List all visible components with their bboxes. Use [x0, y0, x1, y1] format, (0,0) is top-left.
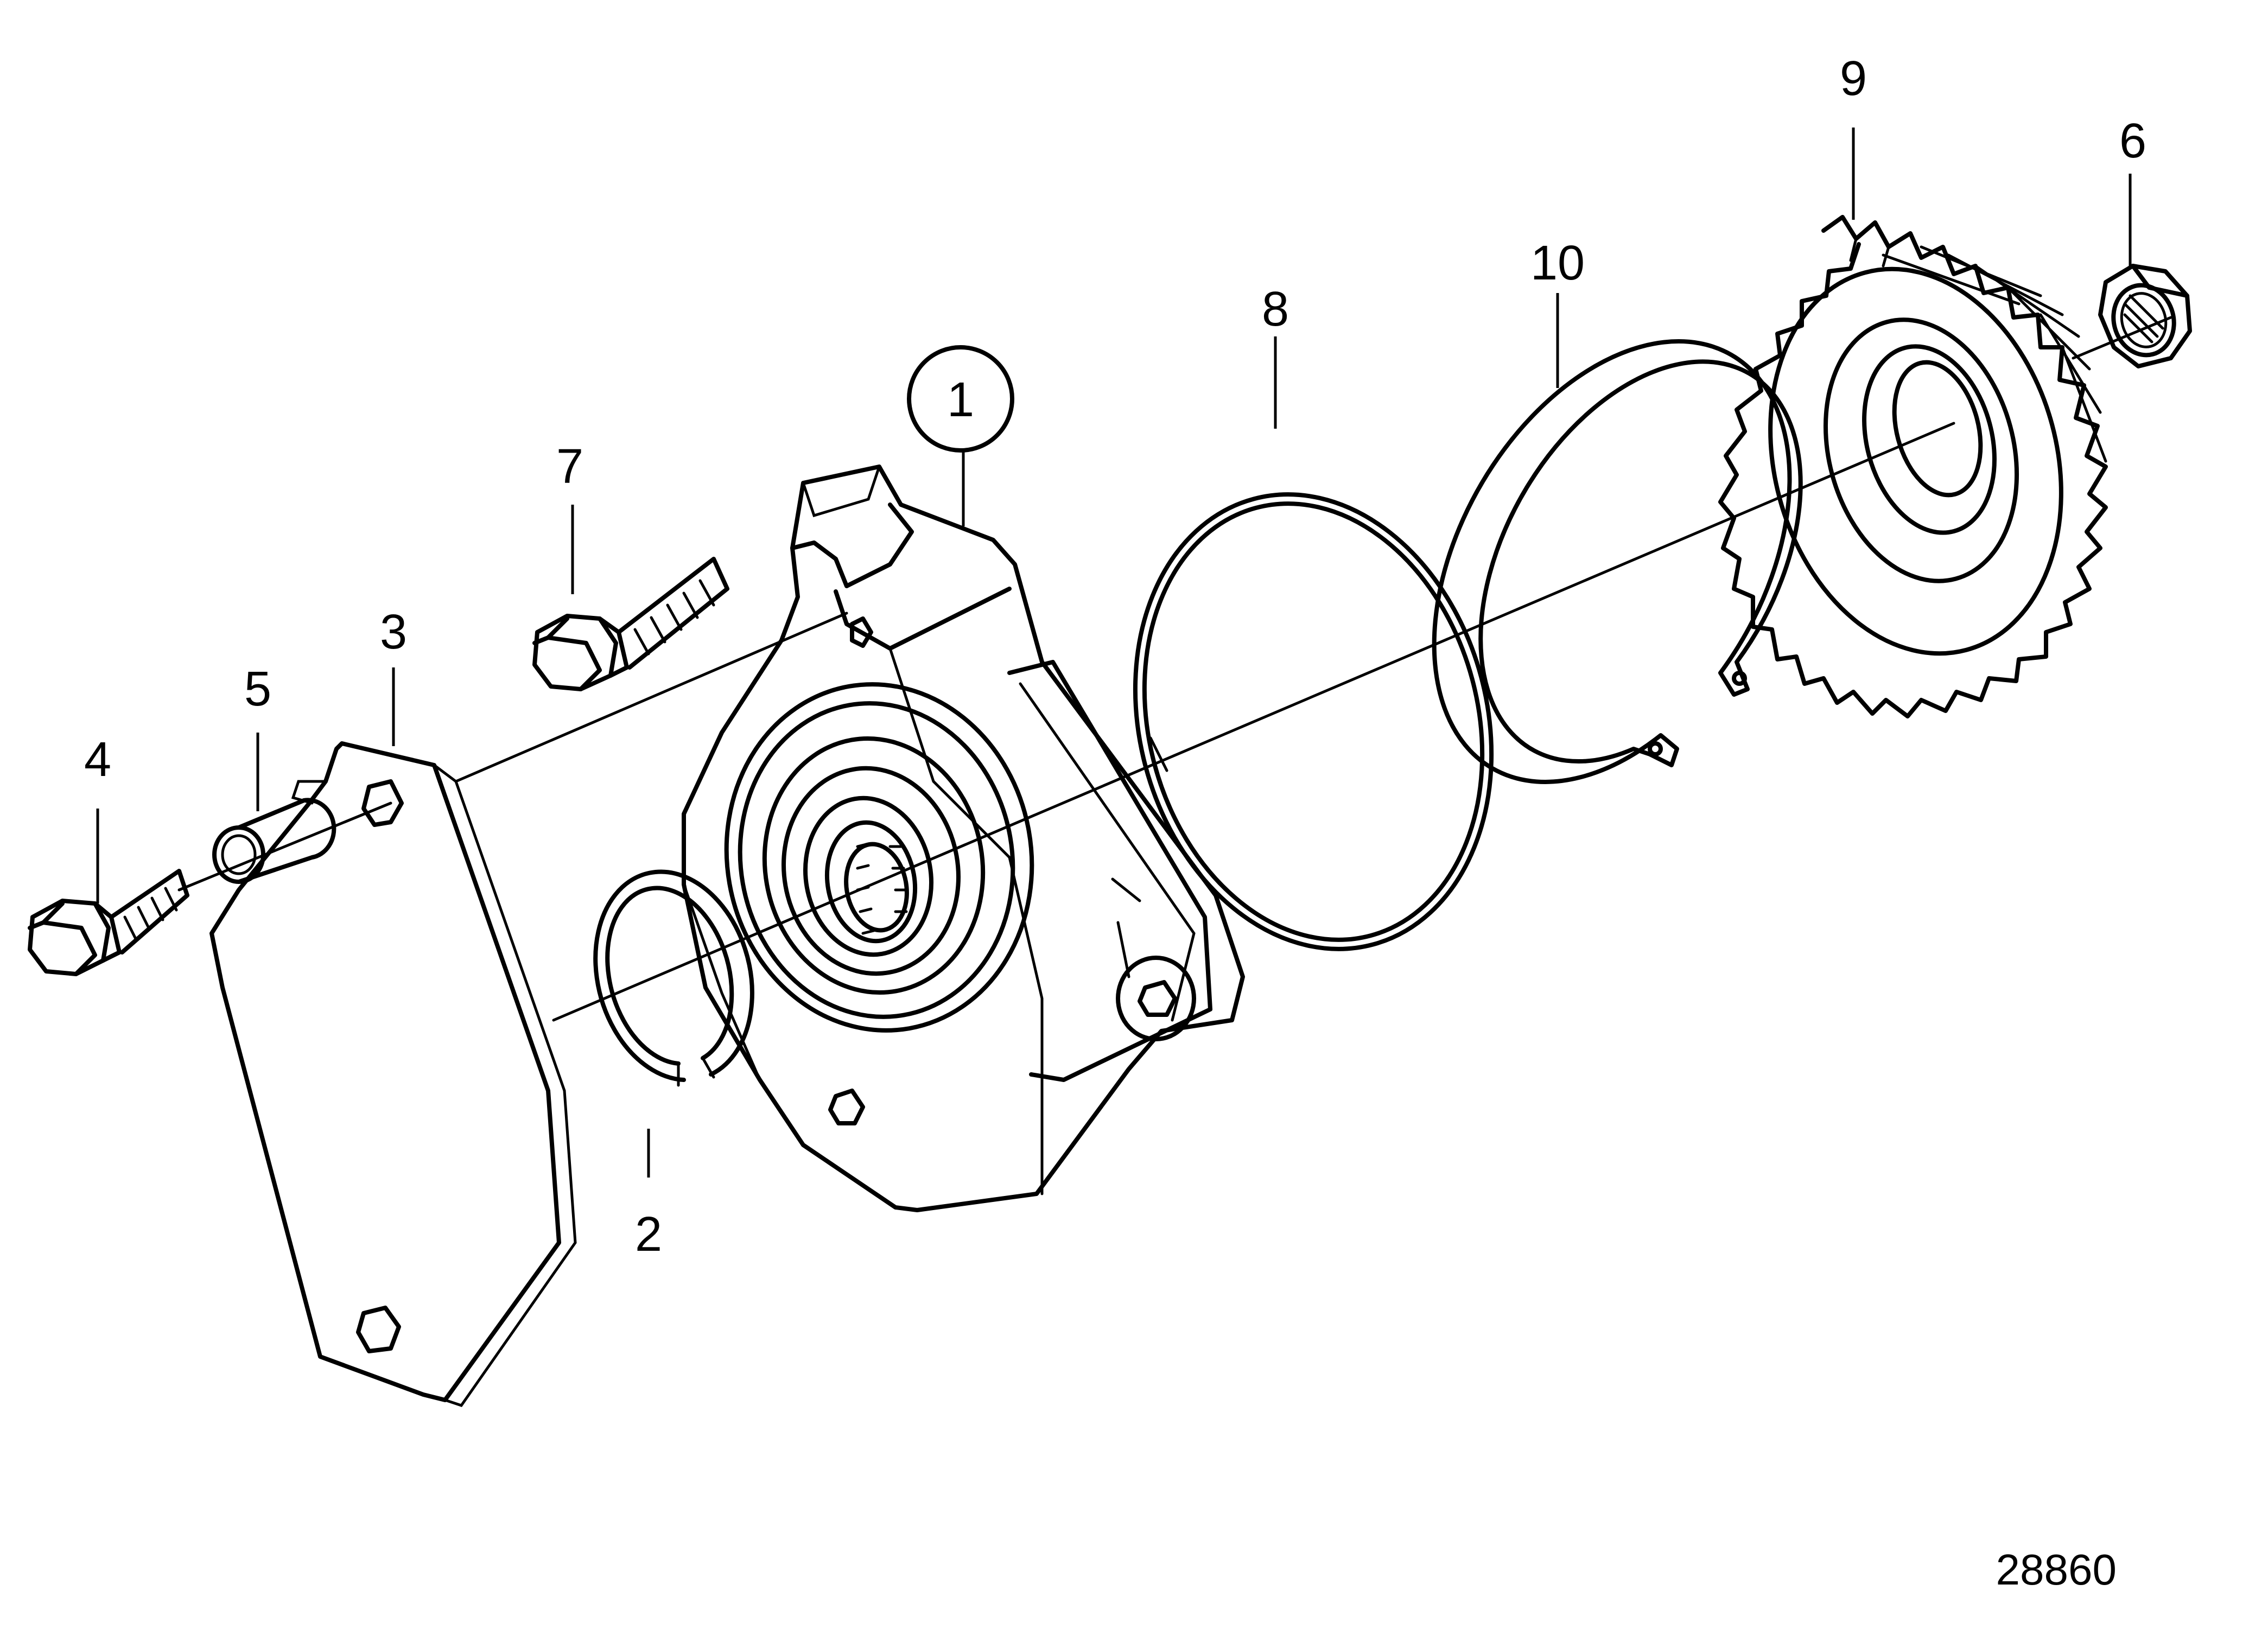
callout-circle-1	[907, 345, 1014, 453]
flange-bolt-large	[532, 557, 729, 691]
callout-1: 1	[947, 373, 974, 427]
callout-5: 5	[244, 662, 271, 716]
retaining-ring-small	[593, 869, 754, 1087]
leader-lines	[96, 128, 2132, 1178]
o-ring	[1133, 492, 1494, 951]
hex-nut	[2098, 264, 2192, 368]
callout-2: 2	[635, 1207, 662, 1262]
cover-plate	[209, 741, 577, 1407]
pump-housing	[682, 465, 1245, 1212]
flange-bolt-small	[28, 869, 189, 976]
gear	[1718, 215, 2108, 718]
callout-3: 3	[380, 605, 407, 659]
circlip	[1432, 339, 1803, 784]
callout-10: 10	[1530, 236, 1585, 290]
drawing-number: 28860	[1996, 1545, 2117, 1594]
callout-4: 4	[84, 733, 111, 787]
callout-8: 8	[1262, 282, 1289, 336]
callout-9: 9	[1840, 52, 1867, 106]
callout-7: 7	[556, 440, 583, 494]
assembly-axis	[177, 316, 2172, 1022]
spacer-sleeve	[212, 798, 336, 884]
callout-6: 6	[2119, 114, 2146, 168]
